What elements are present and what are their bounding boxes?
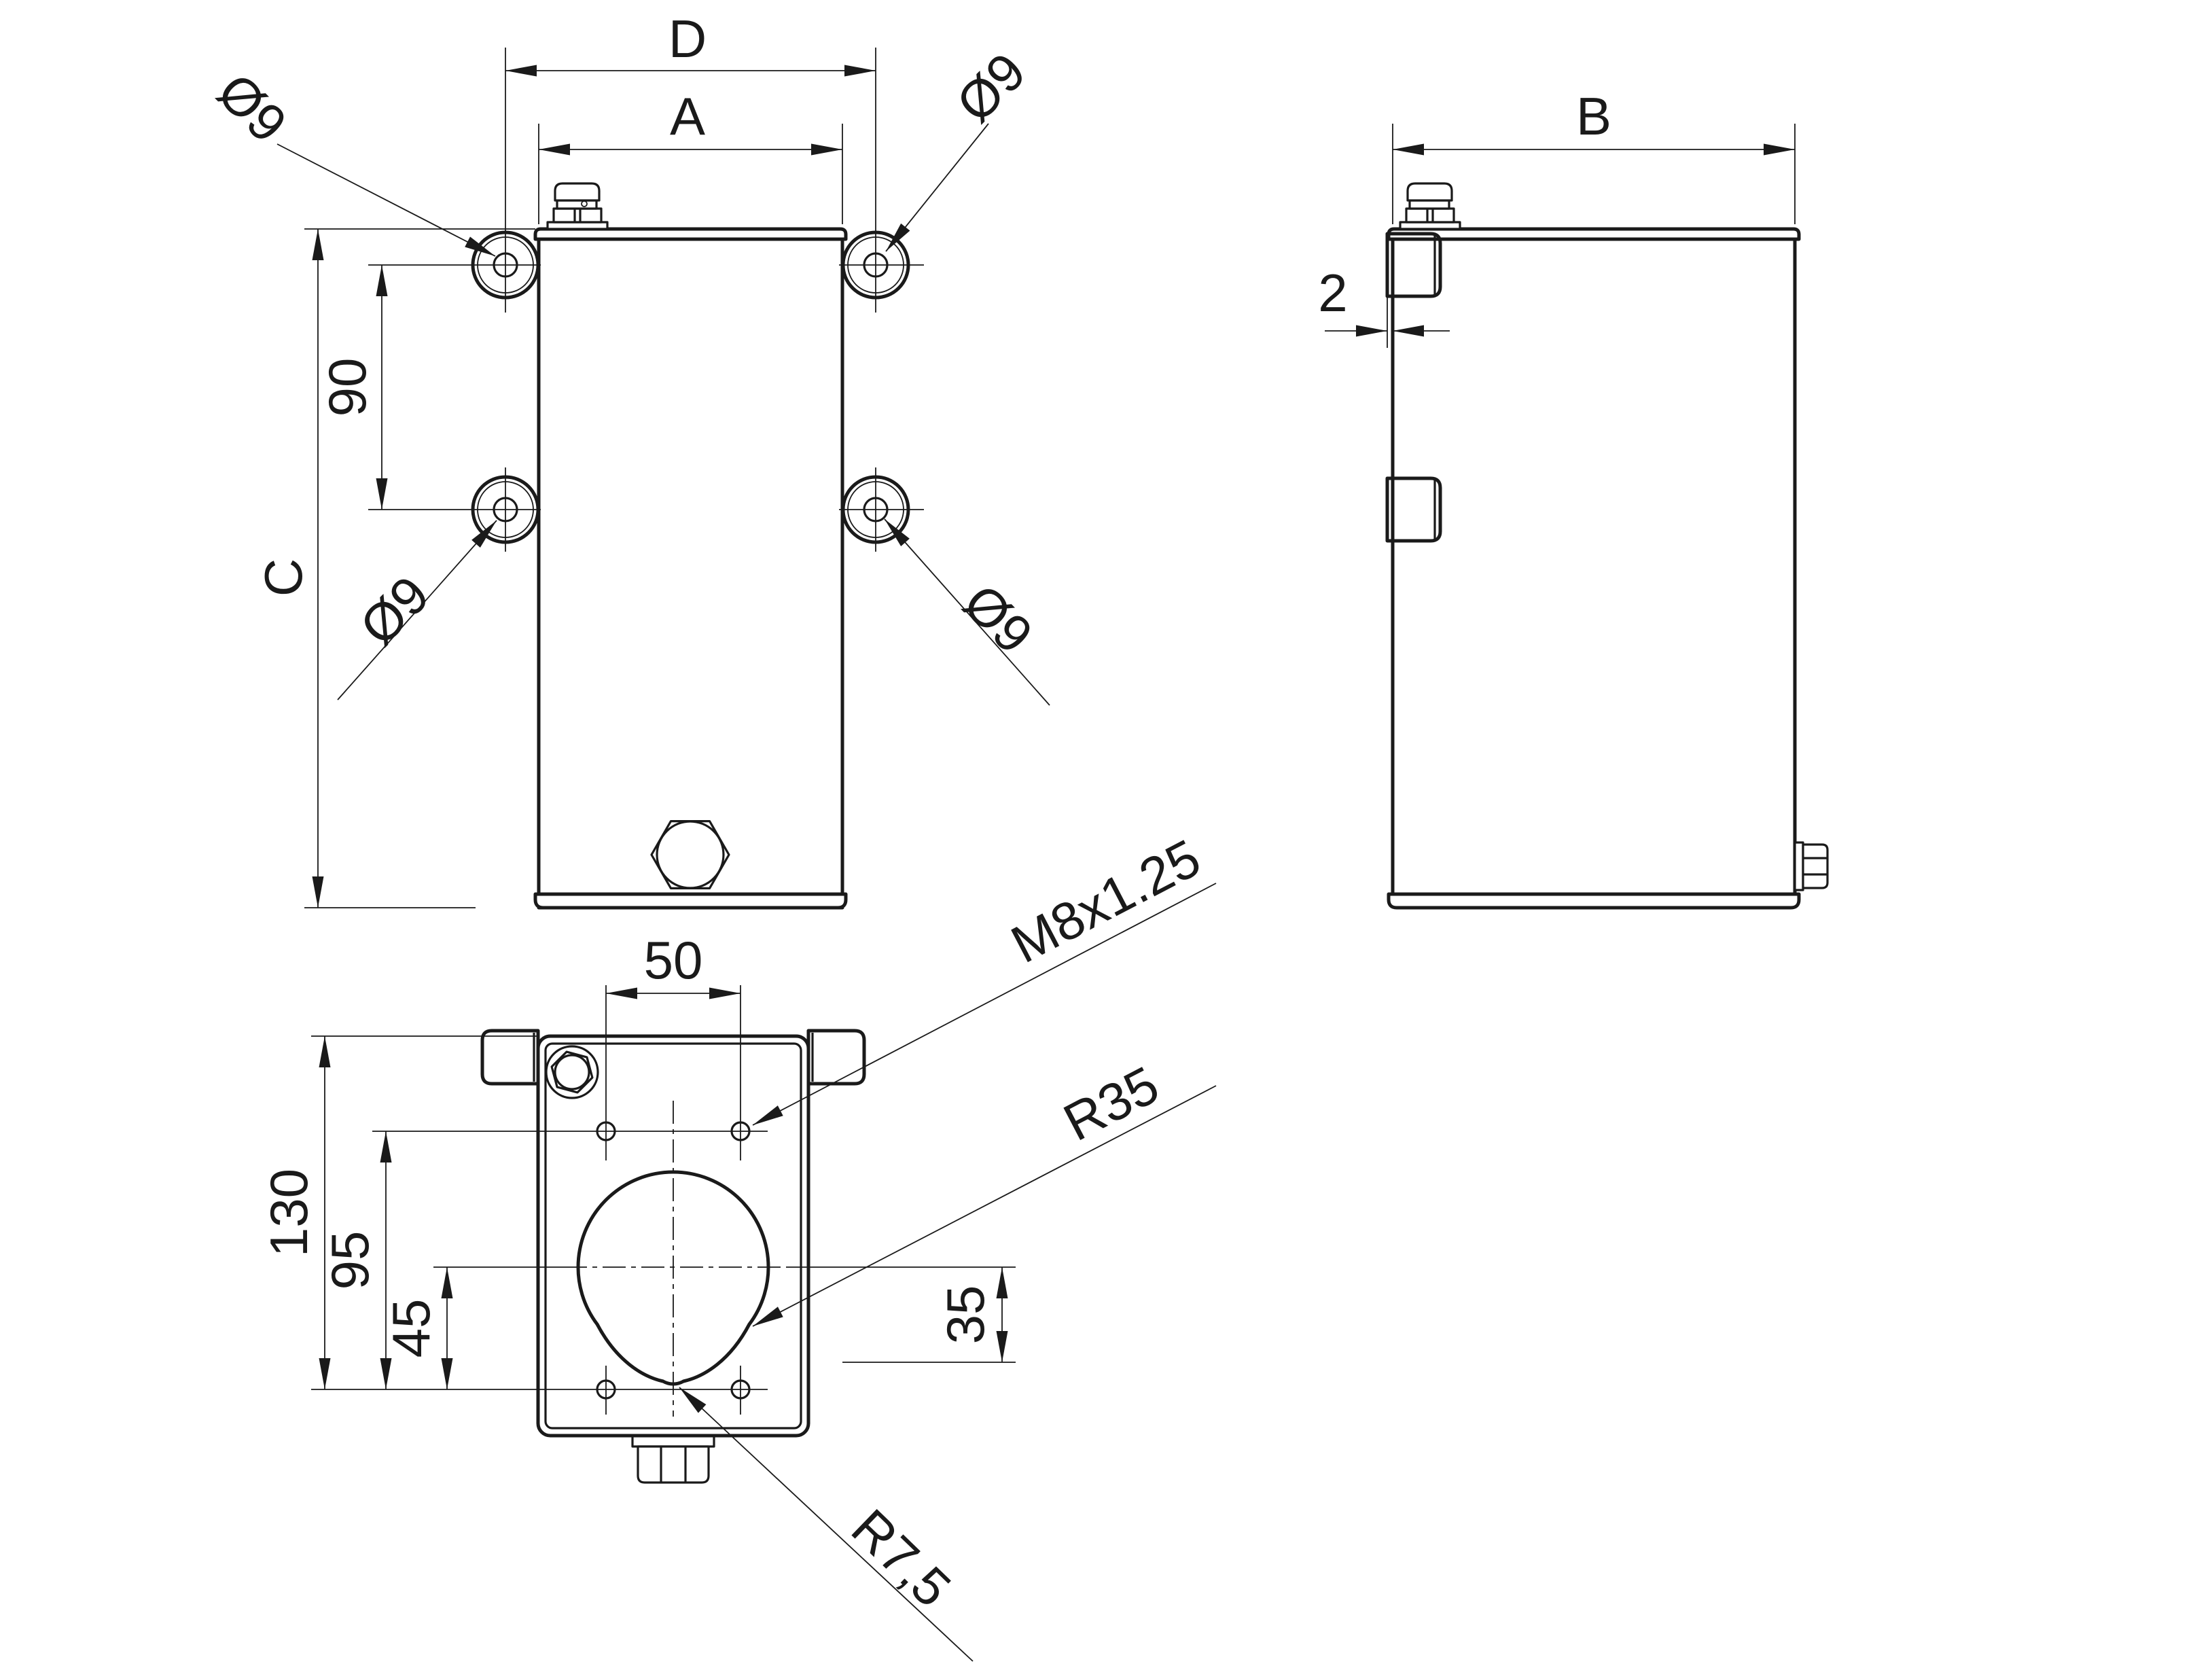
m8-thread-label: M8x1.25 xyxy=(1002,828,1210,974)
dim-b-label: B xyxy=(1576,86,1611,146)
filler-cap-side xyxy=(1399,182,1461,230)
tank-lid-front xyxy=(533,227,848,241)
label-r75: R7,5 xyxy=(679,1387,974,1662)
dim-b: B xyxy=(1392,86,1796,224)
drain-fitting-side xyxy=(1794,841,1829,891)
dim-c-label: C xyxy=(253,558,313,597)
dim-90-label: 90 xyxy=(317,358,377,417)
dim-2: 2 xyxy=(1318,263,1450,348)
tank-bottom-lip-side xyxy=(1387,892,1801,910)
ear-tab-left-plan xyxy=(480,1029,540,1086)
dim-95-label: 95 xyxy=(320,1231,380,1290)
dim-35-label: 35 xyxy=(935,1285,995,1345)
filler-plug-plan xyxy=(545,1045,599,1099)
dim-a: A xyxy=(538,86,843,224)
label-dia9-top-right: Ø9 xyxy=(885,41,1037,252)
tank-body-side xyxy=(1391,237,1797,896)
dim-50: 50 xyxy=(606,930,741,999)
dim-45-label: 45 xyxy=(381,1299,441,1358)
drain-boss-front xyxy=(650,819,730,890)
dim-90: 90 xyxy=(317,265,388,510)
ear-tab-lower-side xyxy=(1385,476,1442,543)
tank-body-front xyxy=(537,237,844,910)
r35-label: R35 xyxy=(1054,1054,1169,1152)
drain-nut-plan xyxy=(631,1434,715,1484)
dia9-top-right-label: Ø9 xyxy=(945,41,1037,134)
dim-50-label: 50 xyxy=(644,930,703,990)
filler-cap-front xyxy=(546,182,609,230)
label-dia9-bottom-left: Ø9 xyxy=(337,520,497,700)
r75-label: R7,5 xyxy=(840,1497,963,1618)
dim-c: C xyxy=(253,228,535,908)
mounting-plate-inner xyxy=(544,1042,802,1430)
teardrop-cutout xyxy=(576,1170,770,1386)
dim-d-label: D xyxy=(668,9,707,69)
front-view: D A C 90 Ø9 Ø9 xyxy=(207,9,1050,910)
ear-tab-upper-side xyxy=(1385,232,1442,298)
front-centerlines xyxy=(368,48,924,552)
cap-vent-dot xyxy=(581,200,588,207)
ear-tab-right-plan xyxy=(806,1029,866,1086)
dim-45: 45 xyxy=(381,1267,453,1389)
tank-lid-side xyxy=(1387,227,1801,241)
tank-bottom-lip-front xyxy=(533,892,848,910)
dia9-bottom-right-label: Ø9 xyxy=(952,573,1045,665)
label-dia9-top-left: Ø9 xyxy=(207,62,496,257)
dim-2-label: 2 xyxy=(1318,263,1347,323)
dim-a-label: A xyxy=(670,86,705,146)
plan-view: 50 130 95 45 35 M8x1.25 xyxy=(259,828,1217,1662)
dim-d: D xyxy=(505,9,876,77)
dia9-top-left-label: Ø9 xyxy=(207,62,299,154)
plan-centerlines xyxy=(372,985,1016,1417)
dim-95: 95 xyxy=(320,1131,392,1389)
side-view: B 2 xyxy=(1318,86,1829,910)
dim-130-label: 130 xyxy=(259,1169,319,1257)
dim-35: 35 xyxy=(842,1267,1016,1363)
dia9-bottom-left-label: Ø9 xyxy=(349,565,441,657)
label-dia9-bottom-right: Ø9 xyxy=(884,518,1050,706)
